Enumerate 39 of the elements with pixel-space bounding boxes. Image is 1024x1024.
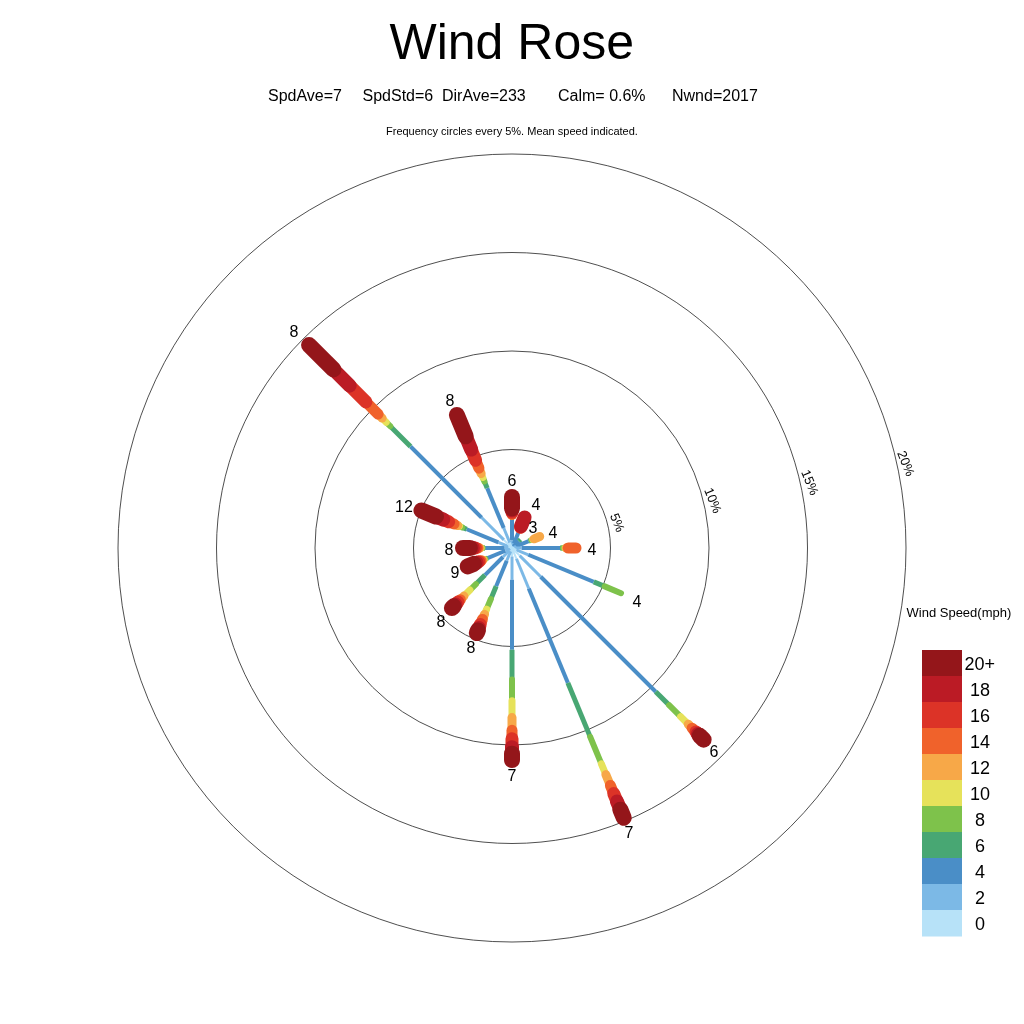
mean-speed-label: 8 [445, 393, 455, 409]
mean-speed-label: 3 [528, 520, 538, 536]
stat-text: Nwnd=2017 [672, 88, 758, 104]
legend-label: 10 [970, 785, 991, 803]
frequency-ring-label: 15% [799, 467, 821, 497]
mean-speed-label: 4 [587, 542, 597, 558]
mean-speed-label: 8 [466, 640, 476, 656]
mean-speed-label: 9 [450, 565, 460, 581]
legend-label: 8 [975, 811, 985, 829]
mean-speed-label: 6 [709, 744, 719, 760]
stat-text: SpdStd=6 [362, 88, 434, 104]
mean-speed-label: 8 [436, 614, 446, 630]
stat-text: DirAve=233 [442, 88, 526, 104]
mean-speed-label: 7 [624, 825, 634, 841]
legend-label: 16 [970, 707, 991, 725]
legend-label: 2 [975, 889, 985, 907]
note-text: Frequency circles every 5%. Mean speed indicated. [386, 125, 638, 137]
frequency-ring-label: 20% [895, 448, 917, 478]
mean-speed-label: 8 [289, 324, 299, 340]
mean-speed-label: 4 [548, 525, 558, 541]
mean-speed-label: 4 [632, 594, 642, 610]
frequency-ring-label: 5% [607, 510, 627, 534]
legend-label: 12 [970, 759, 991, 777]
stat-text: SpdAve=7 [268, 88, 342, 104]
mean-speed-label: 4 [531, 497, 541, 513]
mean-speed-label: 7 [507, 768, 517, 784]
legend-label: 6 [975, 837, 985, 855]
legend-label: 0 [975, 915, 985, 933]
legend-title: Wind Speed(mph) [906, 605, 1012, 619]
mean-speed-label: 8 [444, 542, 454, 558]
legend-label: 4 [975, 863, 985, 881]
chart-title: Wind Rose [389, 17, 635, 67]
mean-speed-label: 6 [507, 473, 517, 489]
stat-text: Calm= 0.6% [558, 88, 646, 104]
legend-label: 20+ [964, 655, 996, 673]
legend-label: 14 [970, 733, 991, 751]
legend-label: 18 [970, 681, 991, 699]
mean-speed-label: 12 [395, 499, 413, 515]
frequency-ring-label: 10% [702, 485, 724, 515]
